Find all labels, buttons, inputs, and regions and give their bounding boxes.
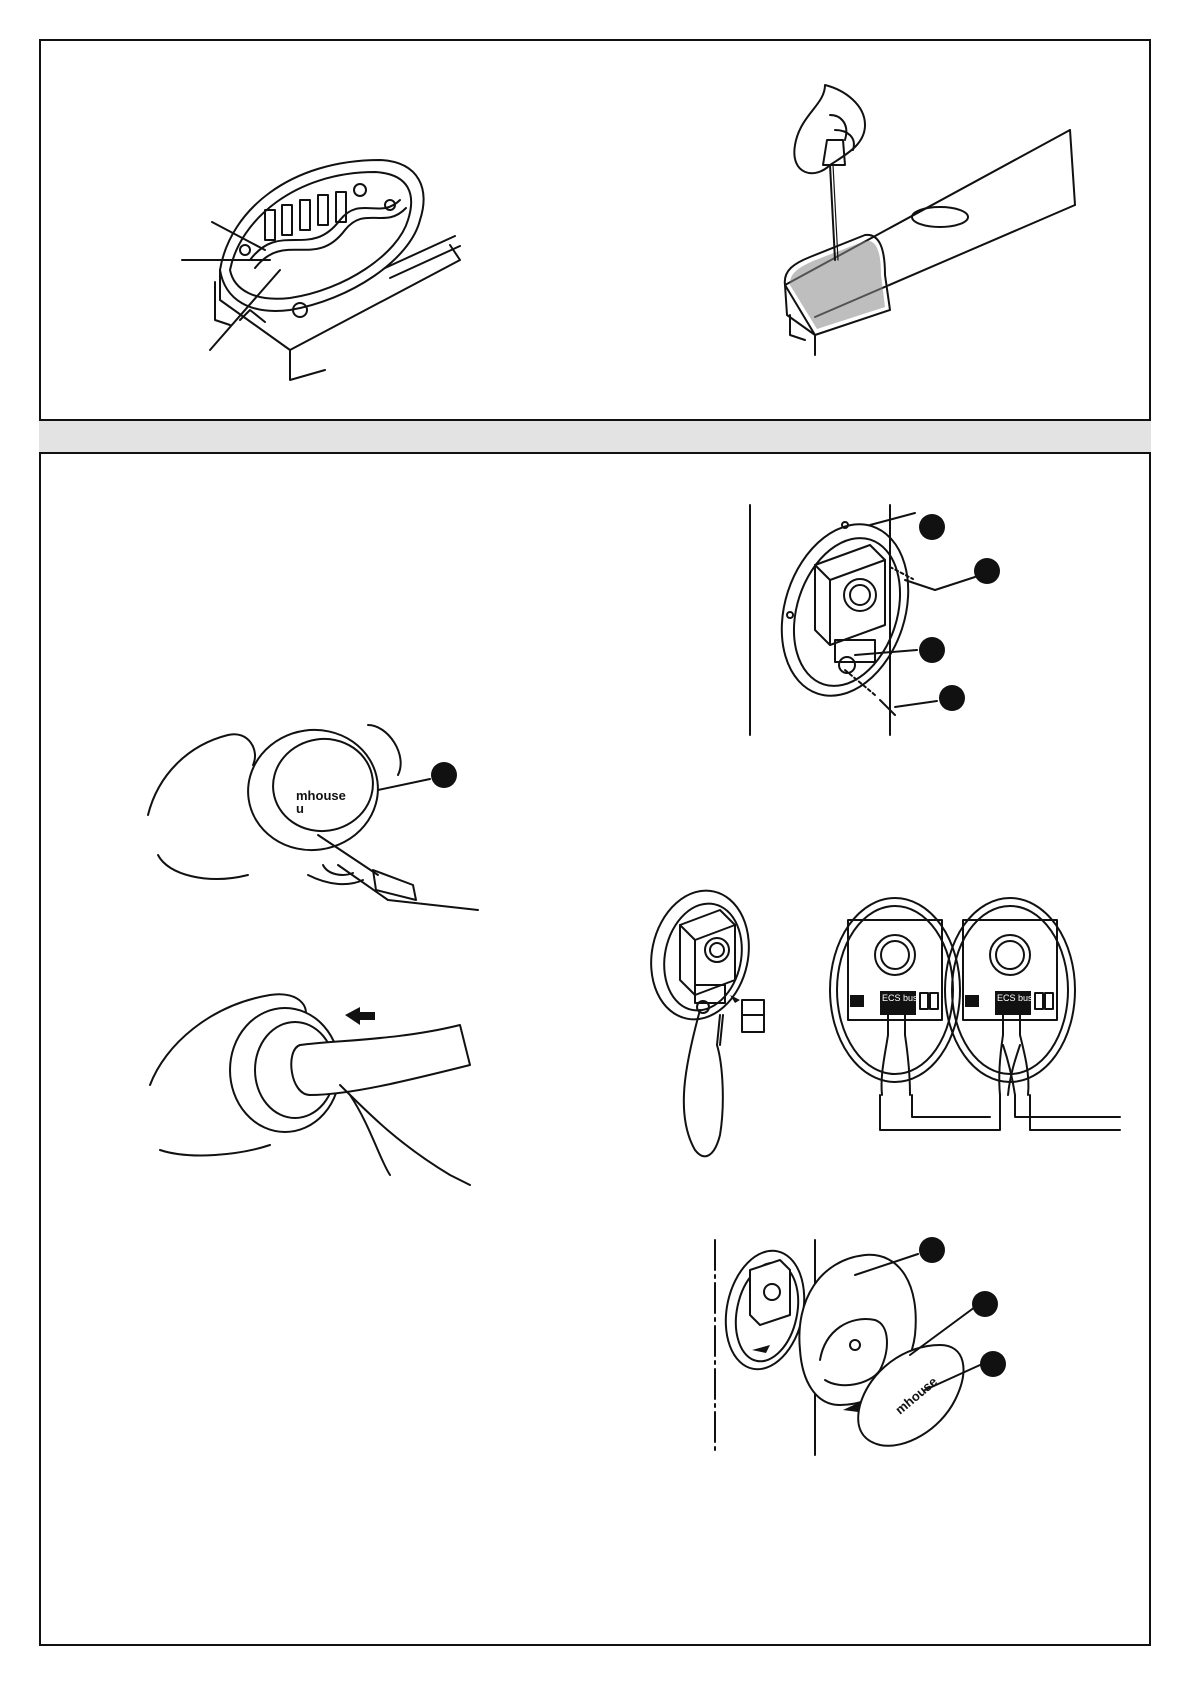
figure-open-housing-wiring	[170, 150, 470, 390]
figure-cap-removal-screwdriver: mhouse u	[148, 715, 478, 915]
brand-mark: u	[296, 801, 304, 816]
figure-screwdriver-on-beam-cap	[785, 85, 1085, 385]
figure-wiring-diagram-two-photocells: ECS bus ECS bus	[830, 895, 1120, 1165]
figure-cover-assembly: mhouse	[710, 1240, 1030, 1455]
figure-photocell-base-fixing	[745, 505, 1005, 735]
bus-label-right: ECS bus	[997, 993, 1033, 1003]
section-divider-band	[39, 419, 1151, 454]
figure-terminal-removal	[645, 885, 775, 1165]
bus-label-left: ECS bus	[882, 993, 918, 1003]
figure-cap-press-finger	[150, 985, 480, 1195]
